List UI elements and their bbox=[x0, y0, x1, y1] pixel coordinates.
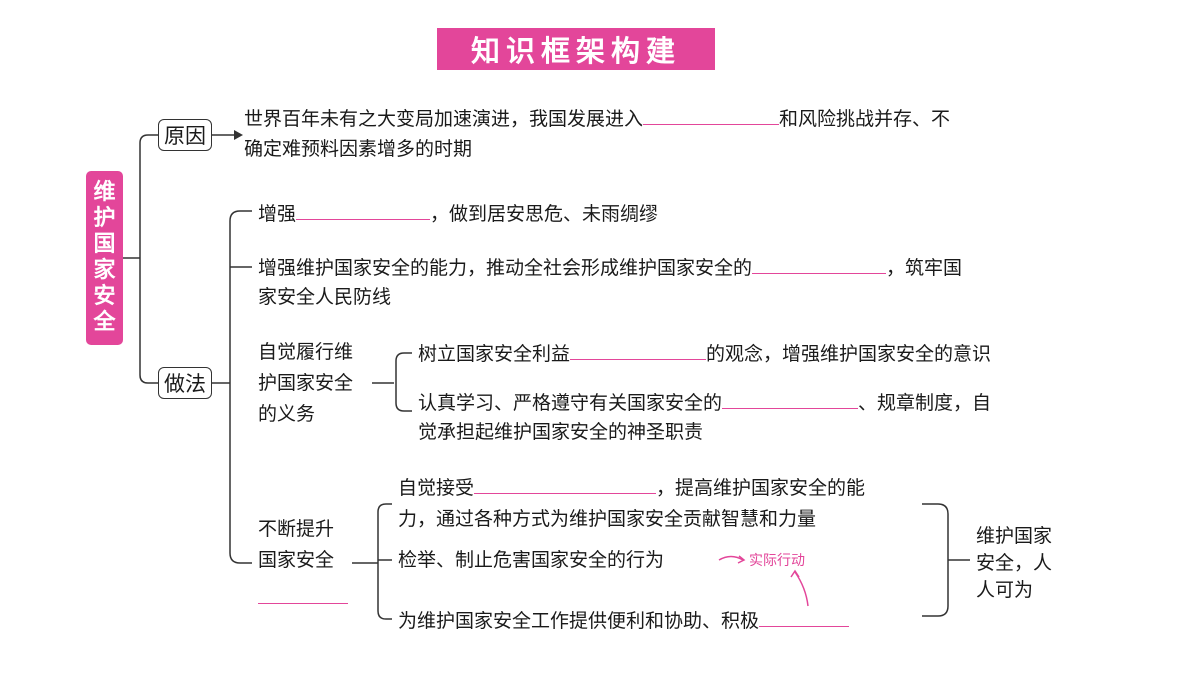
duty-label-2: 护国家安全 bbox=[258, 372, 354, 394]
fill-blank bbox=[296, 197, 431, 220]
summary-line-2: 安全，人 bbox=[976, 552, 1053, 574]
root-label: 维护国家安全 bbox=[93, 180, 116, 335]
fill-blank bbox=[570, 337, 707, 360]
fill-blank bbox=[258, 603, 348, 604]
method-item-2-line-1: 增强维护国家安全的能力，推动全社会形成维护国家安全的，筑牢国 bbox=[258, 251, 962, 284]
summary-line-3: 人可为 bbox=[976, 579, 1034, 601]
fill-blank bbox=[759, 604, 850, 627]
method-item-1: 增强，做到居安思危、未雨绸缪 bbox=[258, 197, 658, 230]
improve-label-1: 不断提升 bbox=[258, 518, 335, 540]
reason-line-1: 世界百年未有之大变局加速演进，我国发展进入和风险挑战并存、不 bbox=[244, 102, 950, 135]
improve-label-2: 国家安全 bbox=[258, 549, 335, 571]
fill-blank bbox=[752, 251, 887, 274]
improve-sub-2: 检举、制止危害国家安全的行为 bbox=[398, 549, 665, 571]
improve-sub-1-line-1: 自觉接受，提高维护国家安全的能 bbox=[398, 471, 865, 504]
page-title: 知识框架构建 bbox=[437, 28, 715, 70]
duty-sub-2-line-1: 认真学习、严格遵守有关国家安全的、规章制度，自 bbox=[418, 386, 991, 419]
reason-line-2: 确定难预料因素增多的时期 bbox=[244, 138, 473, 160]
fill-blank bbox=[643, 102, 780, 125]
annotation-note: 实际行动 bbox=[749, 553, 805, 569]
improve-sub-3: 为维护国家安全工作提供便利和协助、积极 bbox=[398, 604, 850, 637]
duty-label-1: 自觉履行维 bbox=[258, 341, 354, 363]
duty-sub-2-line-2: 觉承担起维护国家安全的神圣职责 bbox=[418, 421, 704, 443]
fill-blank bbox=[722, 386, 859, 409]
method-node: 做法 bbox=[158, 367, 212, 399]
method-item-2-line-2: 家安全人民防线 bbox=[258, 286, 392, 308]
root-node: 维护国家安全 bbox=[86, 171, 123, 345]
duty-label-3: 的义务 bbox=[258, 403, 316, 425]
improve-sub-1-line-2: 力，通过各种方式为维护国家安全贡献智慧和力量 bbox=[398, 508, 817, 530]
reason-node: 原因 bbox=[158, 119, 212, 151]
fill-blank bbox=[474, 471, 657, 494]
summary-line-1: 维护国家 bbox=[976, 525, 1053, 547]
duty-sub-1: 树立国家安全利益的观念，增强维护国家安全的意识 bbox=[418, 337, 991, 370]
